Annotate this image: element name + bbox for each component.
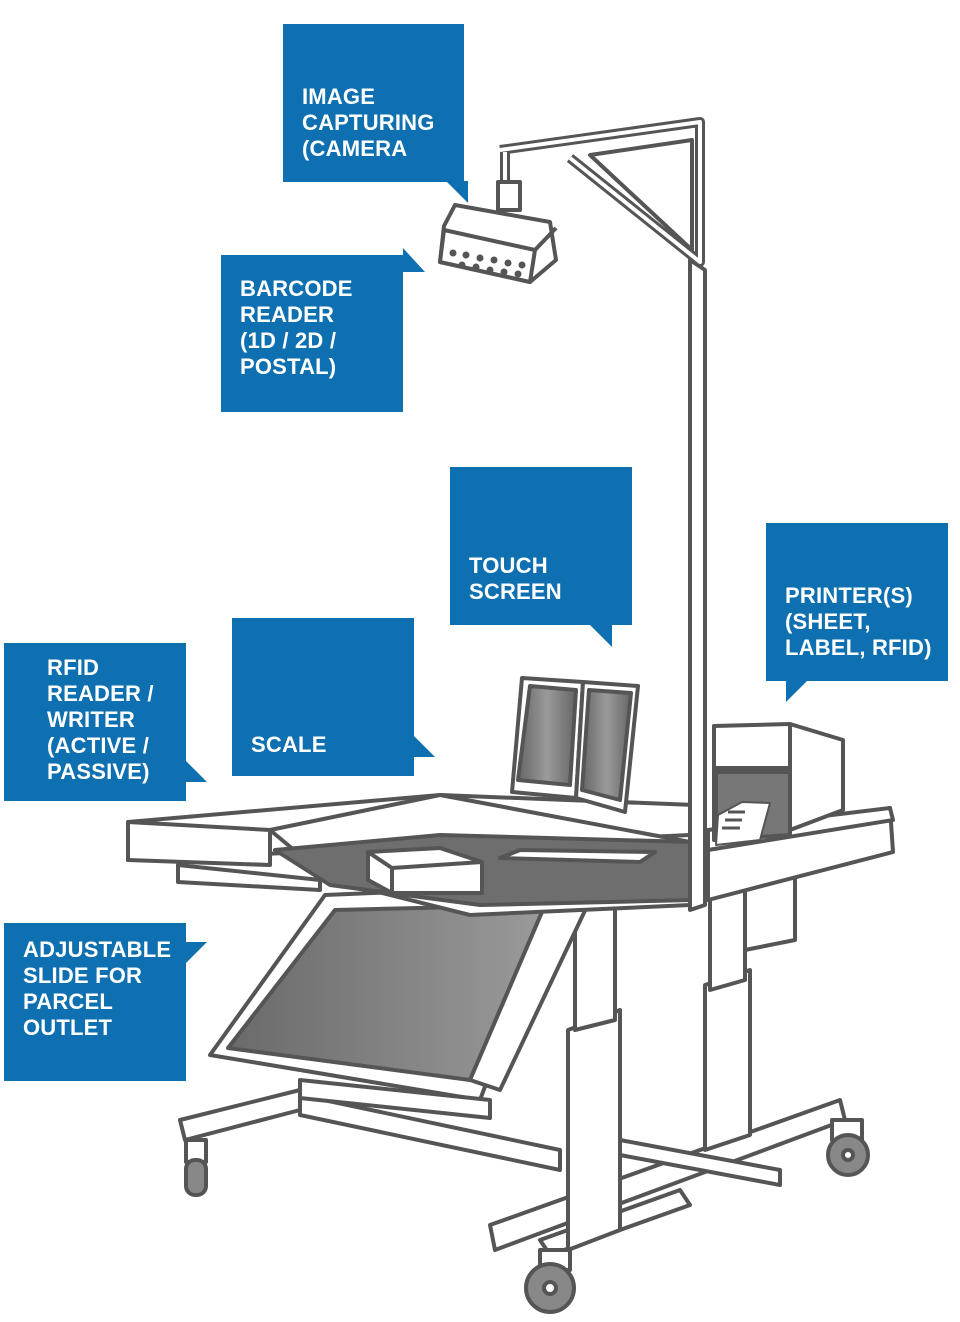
callout-line: (CAMERA xyxy=(302,136,408,161)
printer xyxy=(712,722,845,846)
callout-line: SLIDE FOR xyxy=(23,963,143,988)
callout-printers: PRINTER(S) (SHEET, LABEL, RFID) xyxy=(766,523,948,681)
caster-wheels xyxy=(184,1118,870,1314)
callout-barcode-reader: BARCODE READER (1D / 2D / POSTAL) xyxy=(221,255,403,412)
callout-line: WRITER xyxy=(47,707,135,732)
callout-tail xyxy=(185,942,207,964)
callout-line: SCALE xyxy=(251,732,327,757)
callout-line: IMAGE xyxy=(302,84,376,109)
callout-tail xyxy=(786,680,808,702)
callout-line: (SHEET, xyxy=(785,609,871,634)
callout-line: RFID xyxy=(47,655,100,680)
callout-line: CAPTURING xyxy=(302,110,435,135)
callout-line: SCREEN xyxy=(469,579,562,604)
callout-line: TOUCH xyxy=(469,553,548,578)
callout-tail xyxy=(422,181,468,203)
callout-tail xyxy=(590,625,612,647)
callout-adjustable-slide: ADJUSTABLE SLIDE FOR PARCEL OUTLET xyxy=(4,923,186,1081)
lift-columns xyxy=(566,868,797,1252)
worktable xyxy=(126,793,895,917)
callout-line: OUTLET xyxy=(23,1015,113,1040)
camera xyxy=(438,180,558,284)
callout-line: PARCEL xyxy=(23,989,114,1014)
callout-image-capturing: IMAGE CAPTURING (CAMERA xyxy=(283,24,464,182)
callout-rfid: RFID READER / WRITER (ACTIVE / PASSIVE) xyxy=(4,643,186,801)
parcel-box xyxy=(366,846,484,895)
camera-pole xyxy=(499,117,707,912)
callout-line: PRINTER(S) xyxy=(785,583,913,608)
sheet-on-scale xyxy=(498,848,657,864)
callout-line: POSTAL) xyxy=(240,354,337,379)
callout-tail xyxy=(413,735,435,757)
callout-tail xyxy=(185,760,207,782)
callout-line: (ACTIVE / xyxy=(47,733,150,758)
callout-line: LABEL, RFID) xyxy=(785,635,932,660)
parcel-slide xyxy=(208,883,592,1120)
callout-line: PASSIVE) xyxy=(47,759,150,784)
callout-line: ADJUSTABLE xyxy=(23,937,172,962)
callout-touch-screen: TOUCH SCREEN xyxy=(450,467,632,625)
callout-tail xyxy=(403,248,425,272)
callout-line: READER / xyxy=(47,681,154,706)
touch-screen xyxy=(510,676,640,814)
callout-line: BARCODE xyxy=(240,276,353,301)
callout-line: (1D / 2D / xyxy=(240,328,337,353)
callout-line: READER xyxy=(240,302,335,327)
callout-scale: SCALE xyxy=(232,618,414,776)
